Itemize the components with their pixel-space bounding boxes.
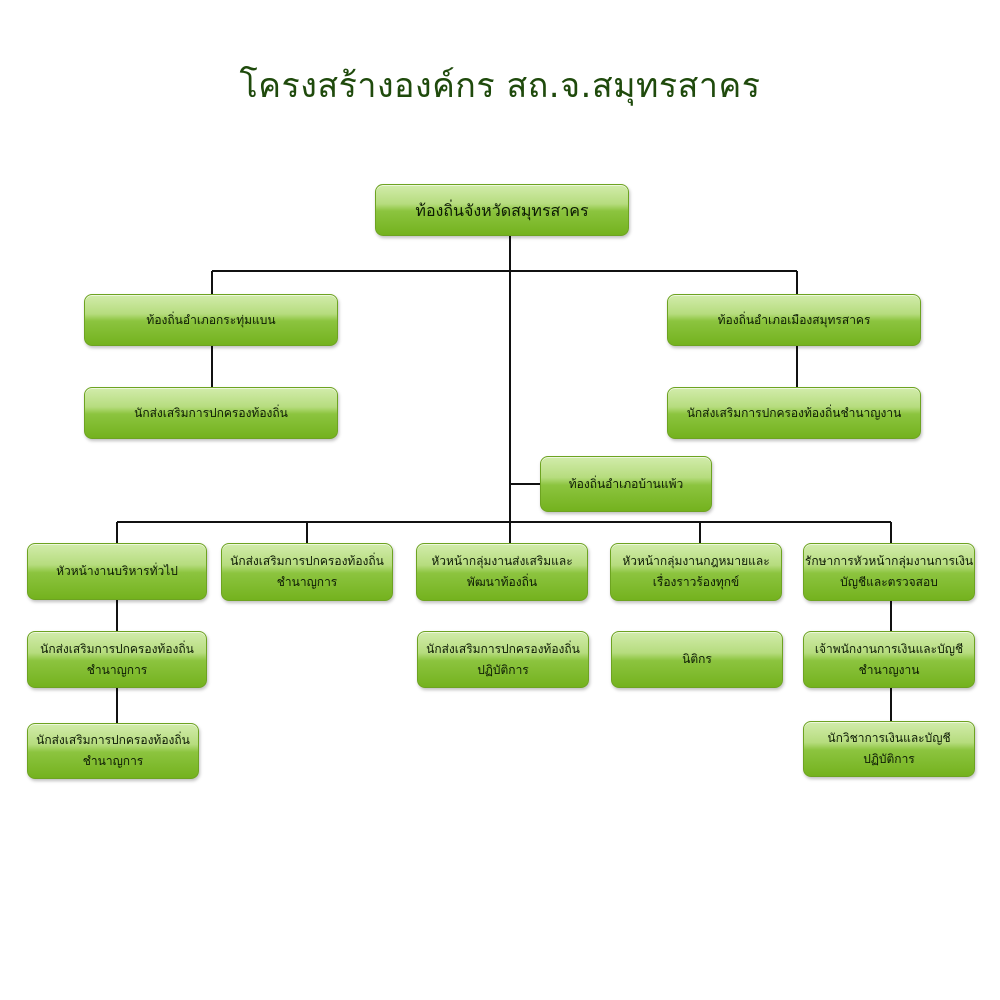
node-label-line1: นักส่งเสริมการปกครองท้องถิ่น bbox=[40, 641, 194, 656]
node-label-line2: ชำนาญการ bbox=[276, 575, 338, 589]
node-label-line1: รักษาการหัวหน้ากลุ่มงานการเงิน bbox=[804, 554, 974, 568]
node-label: นักส่งเสริมการปกครองท้องถิ่น bbox=[134, 405, 288, 420]
node-label-line2: ปฏิบัติการ bbox=[477, 662, 529, 677]
node-mueang-district: ท้องถิ่นอำเภอเมืองสมุทรสาคร bbox=[667, 294, 921, 346]
node-label-line2: ชำนาญการ bbox=[86, 662, 148, 677]
node-label: นักส่งเสริมการปกครองท้องถิ่นชำนาญงาน bbox=[686, 405, 902, 420]
node-mueang-staff: นักส่งเสริมการปกครองท้องถิ่นชำนาญงาน bbox=[667, 387, 921, 439]
node-label: ท้องถิ่นอำเภอบ้านแพ้ว bbox=[568, 476, 684, 491]
node-label-line2: ชำนาญการ bbox=[82, 754, 144, 768]
node-label-line2: ชำนาญงาน bbox=[858, 662, 920, 677]
node-label: ท้องถิ่นจังหวัดสมุทรสาคร bbox=[415, 200, 589, 220]
node-finance-staff-2: นักวิชาการเงินและบัญชี ปฏิบัติการ bbox=[803, 721, 975, 777]
node-label: นิติกร bbox=[682, 652, 712, 666]
node-admin-staff-1: นักส่งเสริมการปกครองท้องถิ่น ชำนาญการ bbox=[27, 631, 207, 688]
node-promotion-head: หัวหน้ากลุ่มงานส่งเสริมและ พัฒนาท้องถิ่น bbox=[416, 543, 588, 601]
node-label: ท้องถิ่นอำเภอกระทุ่มแบน bbox=[146, 312, 276, 327]
node-label-line1: หัวหน้ากลุ่มงานกฎหมายและ bbox=[622, 554, 770, 568]
node-label-line1: นักส่งเสริมการปกครองท้องถิ่น bbox=[230, 554, 384, 568]
node-label-line1: หัวหน้ากลุ่มงานส่งเสริมและ bbox=[431, 554, 573, 568]
node-label-line1: นักส่งเสริมการปกครองท้องถิ่น bbox=[426, 641, 580, 656]
node-label-line2: พัฒนาท้องถิ่น bbox=[466, 575, 538, 589]
node-finance-head: รักษาการหัวหน้ากลุ่มงานการเงิน บัญชีและต… bbox=[803, 543, 975, 601]
node-provincial-local-office: ท้องถิ่นจังหวัดสมุทรสาคร bbox=[375, 184, 629, 236]
node-label-line1: เจ้าพนักงานการเงินและบัญชี bbox=[814, 641, 964, 656]
node-finance-staff-1: เจ้าพนักงานการเงินและบัญชี ชำนาญงาน bbox=[803, 631, 975, 688]
node-krathumbaen-district: ท้องถิ่นอำเภอกระทุ่มแบน bbox=[84, 294, 338, 346]
node-local-admin-expert: นักส่งเสริมการปกครองท้องถิ่น ชำนาญการ bbox=[221, 543, 393, 601]
node-label-line1: นักส่งเสริมการปกครองท้องถิ่น bbox=[36, 733, 190, 747]
chart-title: โครงสร้างองค์กร สถ.จ.สมุทรสาคร bbox=[239, 66, 761, 106]
node-law-head: หัวหน้ากลุ่มงานกฎหมายและ เรื่องราวร้องทุ… bbox=[610, 543, 782, 601]
node-label-line2: ปฏิบัติการ bbox=[863, 752, 915, 766]
node-label: ท้องถิ่นอำเภอเมืองสมุทรสาคร bbox=[717, 312, 871, 327]
node-label: หัวหน้างานบริหารทั่วไป bbox=[56, 564, 178, 578]
node-label-line2: บัญชีและตรวจสอบ bbox=[840, 575, 938, 589]
node-admin-staff-2: นักส่งเสริมการปกครองท้องถิ่น ชำนาญการ bbox=[27, 723, 199, 779]
node-legal-officer: นิติกร bbox=[611, 631, 783, 688]
node-admin-head: หัวหน้างานบริหารทั่วไป bbox=[27, 543, 207, 600]
node-label-line1: นักวิชาการเงินและบัญชี bbox=[827, 731, 951, 745]
node-banphaeo-district: ท้องถิ่นอำเภอบ้านแพ้ว bbox=[540, 456, 712, 512]
node-label-line2: เรื่องราวร้องทุกข์ bbox=[652, 575, 740, 589]
node-promotion-staff: นักส่งเสริมการปกครองท้องถิ่น ปฏิบัติการ bbox=[417, 631, 589, 688]
node-krathumbaen-staff: นักส่งเสริมการปกครองท้องถิ่น bbox=[84, 387, 338, 439]
